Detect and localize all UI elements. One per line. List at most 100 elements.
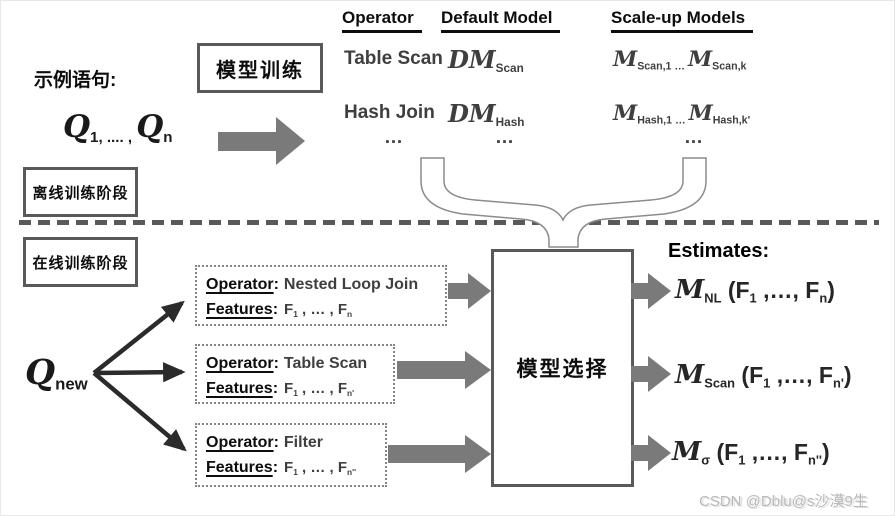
formula-segment: 1: [738, 452, 746, 468]
colon: :: [273, 276, 279, 293]
online-phase-label: 在线训练阶段: [32, 254, 129, 272]
input-arrow-filter: [388, 435, 491, 473]
funnel-brace-path: [420, 157, 707, 248]
table-cell-operator-table-scan: Table Scan: [344, 48, 443, 69]
model-selection-label: 模型选择: [516, 358, 609, 381]
operator-box-table-scan: Operator:Table Scan Features:F1 , … , Fn…: [195, 344, 395, 404]
output-arrow-scan: [631, 356, 671, 392]
features-label: Features: [206, 459, 273, 476]
colon: :: [272, 380, 279, 397]
model-training-box: 模型训练: [197, 43, 323, 93]
operator-value: Filter: [283, 434, 324, 451]
estimate-formula-scan: MScan (F1 ,…, Fn'): [675, 359, 852, 390]
features-label: Features: [206, 380, 273, 397]
features-value: F1 , … , Fn'': [284, 459, 357, 477]
table-header-scaleup-models: Scale-up Models: [611, 8, 754, 33]
sample-queries-formula: Q1, .... , Qn: [63, 109, 173, 146]
formula-segment: , … , F: [297, 459, 348, 476]
formula-segment: Q: [63, 109, 91, 145]
arrow-shaft: [388, 445, 465, 463]
formula-segment: n': [347, 387, 355, 398]
table-header-operator: Operator: [342, 8, 422, 33]
colon: :: [273, 355, 279, 372]
estimates-label: Estimates:: [668, 240, 770, 262]
estimate-formula-nl: MNL (F1 ,…, Fn): [675, 274, 835, 305]
arrow-head: [648, 356, 671, 392]
output-arrow-sigma: [631, 435, 671, 471]
formula-segment: NL: [704, 290, 722, 306]
table-cell-operator-hash-join: Hash Join: [344, 102, 435, 123]
fanout-arrow-bottom: [92, 371, 187, 452]
table-ellipsis-operator: …: [384, 127, 404, 148]
new-query-formula: Qnew: [25, 353, 88, 395]
arrow-head: [465, 435, 491, 473]
colon: :: [273, 434, 279, 451]
operator-value: Table Scan: [283, 355, 368, 372]
formula-segment: …: [674, 60, 688, 73]
output-arrow-nl: [631, 273, 671, 309]
table-ellipsis-scaleup-models: …: [684, 127, 704, 148]
formula-segment: F: [284, 380, 294, 397]
arrow-shaft: [397, 361, 465, 379]
formula-segment: Scan,k: [712, 60, 747, 73]
training-arrow-head: [276, 117, 305, 165]
formula-segment: 1: [293, 387, 298, 398]
arrow-shaft: [631, 283, 648, 299]
formula-segment: n'': [347, 466, 357, 477]
formula-segment: M: [675, 274, 705, 305]
formula-segment: Q: [136, 109, 164, 145]
formula-segment: Q: [25, 353, 56, 393]
training-arrow-shaft: [218, 131, 276, 151]
formula-segment: (F: [735, 362, 764, 388]
formula-segment: M: [688, 100, 713, 126]
operator-line: Operator:Nested Loop Join: [206, 272, 436, 297]
table-cell-scaleup-models-scan: MScan,1 … MScan,k: [613, 46, 746, 73]
colon: :: [272, 459, 279, 476]
offline-phase-label: 离线训练阶段: [32, 184, 129, 202]
formula-segment: n'': [807, 452, 822, 468]
fanout-arrow-middle: [93, 362, 186, 383]
formula-segment: M: [675, 359, 705, 390]
example-statements-label: 示例语句:: [34, 70, 117, 91]
formula-segment: 1: [293, 308, 298, 319]
formula-segment: M: [687, 46, 713, 72]
formula-segment: ,…, F: [770, 362, 833, 388]
formula-segment: 1, .... ,: [90, 128, 137, 146]
formula-segment: ,…, F: [745, 439, 808, 465]
formula-segment: σ: [701, 452, 711, 468]
table-header-default-model: Default Model: [441, 8, 561, 33]
formula-segment: ,…, F: [756, 277, 820, 303]
arrow-head: [648, 435, 671, 471]
arrow-head: [468, 273, 491, 309]
phase-separator-dashed-line: [19, 220, 879, 225]
operator-label: Operator: [206, 434, 274, 451]
formula-segment: Scan: [704, 375, 736, 391]
table-cell-default-model-hash: DMHash: [448, 99, 524, 129]
formula-segment: ): [843, 362, 852, 388]
colon: :: [272, 301, 279, 318]
formula-segment: Scan,1: [637, 60, 675, 73]
formula-segment: 1: [749, 290, 757, 306]
arrow-head: [648, 273, 671, 309]
features-line: Features: F1 , … , Fn: [206, 297, 436, 327]
fanout-arrow-top: [92, 300, 185, 375]
formula-segment: DM: [448, 45, 496, 74]
formula-segment: Scan: [495, 61, 524, 75]
arrow-shaft: [631, 445, 648, 461]
formula-segment: …: [674, 114, 689, 127]
formula-segment: n: [347, 308, 353, 319]
input-arrow-nested-loop-join: [448, 273, 491, 309]
arrow-shaft: [631, 366, 648, 382]
operator-box-nested-loop-join: Operator:Nested Loop Join Features: F1 , …: [195, 265, 447, 326]
table-ellipsis-default-model: …: [495, 127, 515, 148]
features-label: Features: [206, 301, 273, 318]
formula-segment: F: [284, 301, 294, 318]
input-arrow-table-scan: [397, 351, 491, 389]
funnel-brace: [420, 157, 707, 248]
model-selection-box: 模型选择: [491, 249, 634, 487]
estimate-formula-sigma: Mσ (F1 ,…, Fn''): [672, 436, 830, 467]
arrow-shaft: [448, 283, 468, 299]
training-arrow: [218, 117, 305, 165]
features-value: F1 , … , Fn: [284, 301, 353, 319]
